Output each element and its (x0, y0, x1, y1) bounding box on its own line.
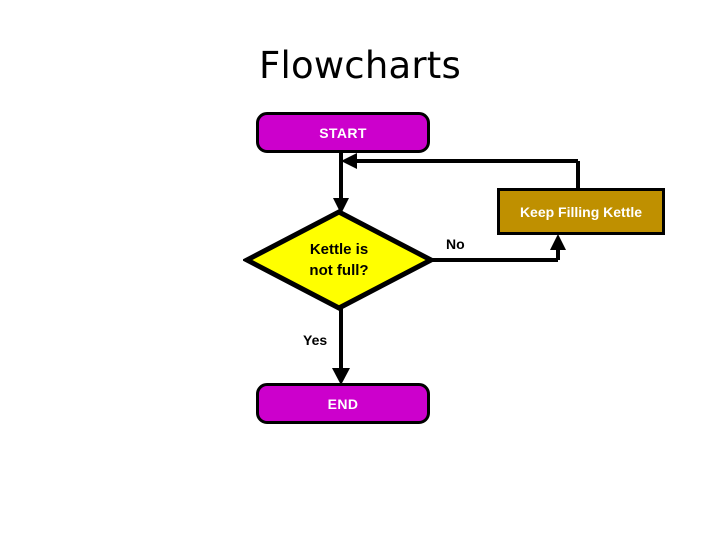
flow-node-start[interactable]: START (256, 112, 430, 153)
flow-node-start-label: START (319, 124, 367, 141)
page-title: Flowcharts (259, 44, 461, 87)
flow-node-process-label: Keep Filling Kettle (519, 203, 643, 220)
diamond-shape (243, 209, 435, 311)
flow-node-decision-label: Kettle is not full? (309, 239, 368, 281)
arrowhead-into-process (550, 234, 566, 250)
edge-label-yes: Yes (303, 332, 328, 348)
edge-label-no: No (446, 236, 465, 252)
flow-node-decision-label-line2: not full? (309, 262, 369, 279)
flow-node-end[interactable]: END (256, 383, 430, 424)
arrowhead-loop-into-main (341, 153, 357, 169)
flow-node-decision-label-line1: Kettle is (309, 241, 369, 258)
flow-node-decision[interactable]: Kettle is not full? (243, 208, 435, 312)
flow-node-process[interactable]: Keep Filling Kettle (497, 188, 665, 235)
flow-node-end-label: END (327, 395, 359, 412)
